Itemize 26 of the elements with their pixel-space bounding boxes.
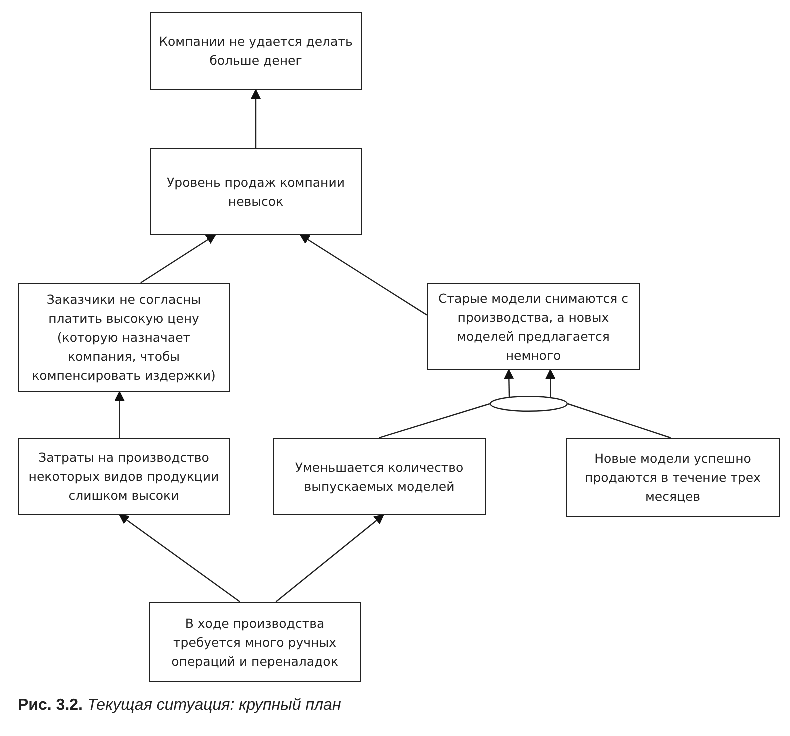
arrow [114,391,125,438]
arrow [140,234,217,284]
box-text: Затраты на производство некоторых видов продукции слишком высоки [28,449,220,505]
cause-box [273,438,486,515]
cause-box [149,602,361,682]
box-text: Старые модели снимаются с производства, а новых моделей предлагается немного [438,290,630,364]
box-text: Заказчики не согласны платить высокую цену (которую назначает компания, чтобы компенсировать издержки) [31,291,217,385]
arrow [251,89,261,148]
arrow [504,369,514,398]
arrow [300,234,428,316]
figure-caption: Рис. 3.2. Текущая ситуация: крупный план [18,696,342,716]
arrow [276,514,385,602]
box-text: Уменьшается количество выпускаемых моделей [294,458,465,496]
box-text: Уровень продаж компании невысок [166,174,346,210]
box-text: В ходе производства требуется много ручных операций и переналадок [170,614,340,670]
arrow [118,514,241,602]
cause-box [150,12,362,90]
ellipse [490,396,568,412]
cause-box [427,283,640,370]
arrow [546,369,556,398]
box-text: Компании не удается делать больше денег [159,33,353,70]
cause-box [18,438,230,515]
cause-box [566,438,780,517]
box-text: Новые модели успешно продаются в течение трех месяцев [584,450,762,506]
cause-box [150,148,362,235]
cause-box [18,283,230,392]
